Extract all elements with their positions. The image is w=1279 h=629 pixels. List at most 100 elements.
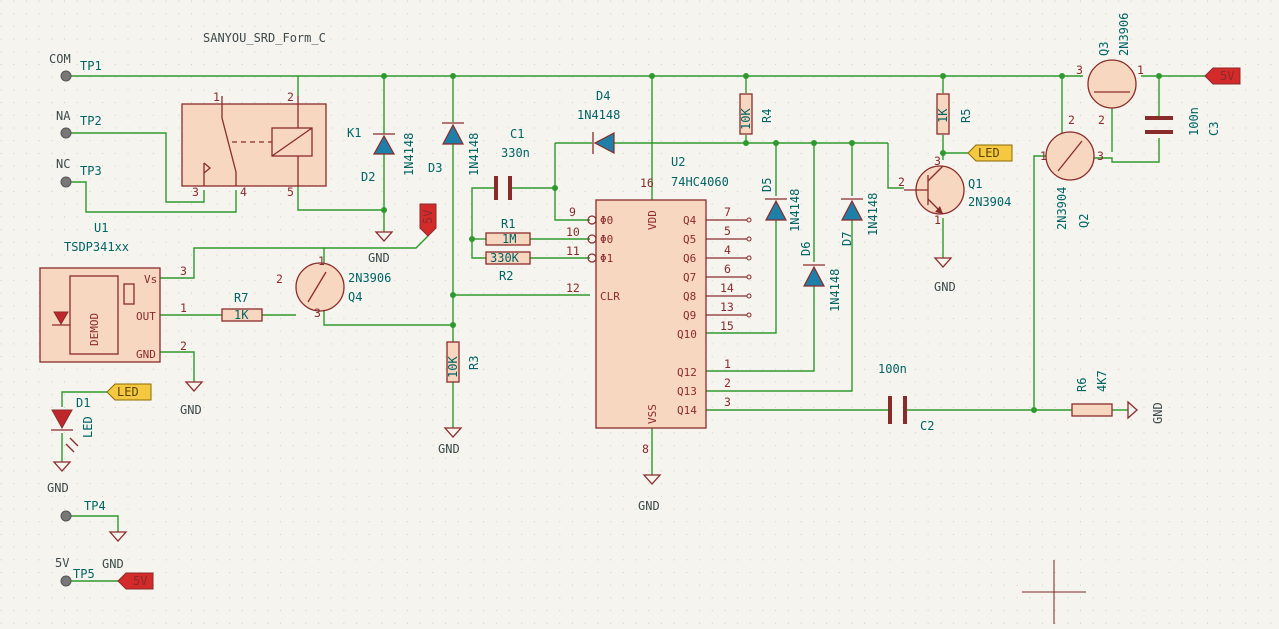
d2-value: 1N4148 xyxy=(402,133,416,176)
diode-d5[interactable]: D5 1N4148 xyxy=(760,178,802,232)
ir-receiver-u1[interactable]: DEMOD Vs OUT GND 3 1 2 TSDP341xx xyxy=(39,240,187,363)
svg-text:15: 15 xyxy=(720,319,734,333)
q3-pin-2: 2 xyxy=(1098,113,1105,127)
u2-vdd-num: 16 xyxy=(640,176,654,190)
transistor-q3[interactable]: 3 1 2 Q3 2N3906 xyxy=(1076,13,1144,127)
c3-value: 100n xyxy=(1187,107,1201,136)
gnd-label-r3: GND xyxy=(438,442,460,456)
diode-d2[interactable]: D2 1N4148 xyxy=(361,133,416,184)
r2-ref: R2 xyxy=(499,269,513,283)
power-flag-tp5-label: 5V xyxy=(133,574,147,588)
ir-receiver-value: TSDP341xx xyxy=(64,240,129,254)
svg-text:Q7: Q7 xyxy=(683,271,696,284)
resistor-r5[interactable]: 1K R5 xyxy=(936,93,973,135)
ir-pin-num-3: 3 xyxy=(180,264,187,278)
ir-pin-num-1: 1 xyxy=(180,301,187,315)
transistor-q4[interactable]: 2 1 3 Q4 2N3906 xyxy=(276,254,391,320)
svg-text:Φ0: Φ0 xyxy=(600,233,613,246)
q3-value: 2N3906 xyxy=(1117,13,1131,56)
diode-d7[interactable]: D7 1N4148 xyxy=(840,193,880,246)
q4-pin-2: 2 xyxy=(276,272,283,286)
relay-pin-1: 1 xyxy=(213,90,220,104)
r1-value: 1M xyxy=(502,232,516,246)
power-flag-q4-label: 5V xyxy=(421,210,435,224)
tp2-ref: TP2 xyxy=(80,114,102,128)
transistor-q2[interactable]: 1 2 3 Q2 2N3904 xyxy=(1040,113,1104,230)
power-flag-q4: 5V xyxy=(419,203,437,237)
q2-ref: Q2 xyxy=(1077,214,1091,228)
q2-pin-1: 1 xyxy=(1040,149,1047,163)
resistor-r6[interactable]: R6 4K7 xyxy=(1071,370,1113,417)
resistor-r7[interactable]: 1K R7 xyxy=(221,291,263,322)
u2-pin-12: 12 CLR xyxy=(566,281,620,303)
diode-d3[interactable]: D3 1N4148 xyxy=(428,122,481,176)
svg-text:Q5: Q5 xyxy=(683,233,696,246)
u2-pin-11: 11 Φ1 xyxy=(566,244,613,265)
r6-value: 4K7 xyxy=(1095,370,1109,392)
q1-pin-e: 1 xyxy=(934,213,941,227)
svg-text:12: 12 xyxy=(566,281,580,295)
tp1-net-label: COM xyxy=(49,52,71,66)
d7-ref: D7 xyxy=(840,232,854,246)
capacitor-c3[interactable]: 100n C3 xyxy=(1145,107,1221,136)
resistor-r3[interactable]: 10K R3 xyxy=(446,341,481,383)
c1-ref: C1 xyxy=(510,127,524,141)
r2-value: 330K xyxy=(490,251,520,265)
svg-text:4: 4 xyxy=(724,243,731,257)
tp4-net-label: GND xyxy=(47,481,69,495)
test-point-tp1[interactable]: COM TP1 xyxy=(49,52,102,82)
ir-demod-label: DEMOD xyxy=(88,313,101,346)
q3-ref: Q3 xyxy=(1097,42,1111,56)
q2-value: 2N3904 xyxy=(1055,187,1069,230)
test-point-tp3[interactable]: NC TP3 xyxy=(56,157,102,188)
capacitor-c1[interactable]: C1 330n xyxy=(494,127,530,200)
power-flag-q3-label: 5V xyxy=(1220,69,1234,83)
r5-ref: R5 xyxy=(959,109,973,123)
d3-value: 1N4148 xyxy=(467,133,481,176)
relay-k1[interactable]: 1 2 3 4 5 K1 U1 xyxy=(94,90,361,235)
relay-u-ref: U1 xyxy=(94,221,108,235)
q1-value: 2N3904 xyxy=(968,195,1011,209)
svg-text:10: 10 xyxy=(566,225,580,239)
tp3-net-label: NC xyxy=(56,157,70,171)
u2-pin-10: 10 Φ0 xyxy=(566,225,613,246)
diode-d6[interactable]: D6 1N4148 xyxy=(799,242,842,312)
svg-text:Q13: Q13 xyxy=(677,385,697,398)
d4-ref: D4 xyxy=(596,89,610,103)
svg-text:Φ0: Φ0 xyxy=(600,214,613,227)
tp2-net-label: NA xyxy=(56,109,71,123)
u2-pin-9: 9 Φ0 xyxy=(569,205,613,227)
relay-pin-4: 4 xyxy=(240,185,247,199)
r3-value: 10K xyxy=(446,356,460,378)
d1-value: LED xyxy=(81,416,95,438)
led-d1[interactable]: D1 LED xyxy=(51,396,95,453)
q1-pin-c: 3 xyxy=(934,154,941,168)
q2-pin-3: 3 xyxy=(1097,149,1104,163)
svg-text:3: 3 xyxy=(724,395,731,409)
svg-text:1: 1 xyxy=(724,357,731,371)
test-point-tp5[interactable]: 5V TP5 xyxy=(55,556,95,587)
wires xyxy=(61,75,1205,582)
resistor-r4[interactable]: 10K R4 xyxy=(739,93,774,135)
test-point-tp4[interactable]: GND TP4 xyxy=(47,481,106,522)
relay-pin-5: 5 xyxy=(287,185,294,199)
svg-text:Q14: Q14 xyxy=(677,404,697,417)
resistor-r2[interactable]: 330K R2 xyxy=(485,251,531,283)
svg-text:9: 9 xyxy=(569,205,576,219)
capacitor-c2[interactable]: 100n C2 xyxy=(878,362,934,433)
u2-vss-num: 8 xyxy=(642,442,649,456)
diode-d4[interactable]: D4 1N4148 xyxy=(577,89,620,154)
q3-pin-3: 3 xyxy=(1076,63,1083,77)
power-flag-q3: 5V xyxy=(1204,67,1241,85)
gnd-label-d2: GND xyxy=(368,251,390,265)
svg-text:2: 2 xyxy=(724,376,731,390)
c2-value: 100n xyxy=(878,362,907,376)
resistor-r1[interactable]: 1M R1 xyxy=(485,217,531,246)
test-point-tp2[interactable]: NA TP2 xyxy=(56,109,102,139)
c1-value: 330n xyxy=(501,146,530,160)
q1-pin-b: 2 xyxy=(898,175,905,189)
transistor-q1[interactable]: 2 3 1 Q1 2N3904 xyxy=(898,154,1011,227)
ic-74hc4060[interactable]: U2 74HC4060 16 VDD 8 VSS 9 Φ0 10 Φ0 11 Φ… xyxy=(566,155,752,456)
relay-pin-2: 2 xyxy=(287,90,294,104)
